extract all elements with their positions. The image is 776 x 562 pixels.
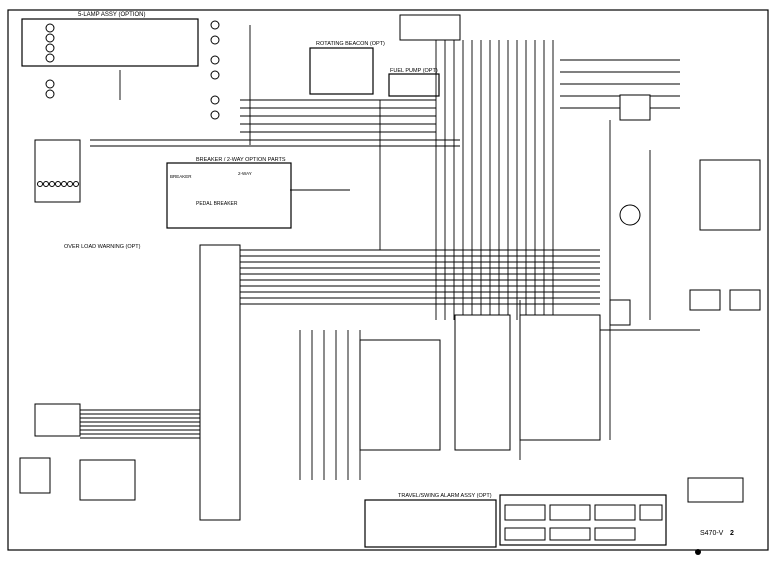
- rotating-beacon-box: [309, 47, 374, 95]
- gauge-icon: [37, 181, 43, 187]
- connector: [639, 504, 663, 521]
- connector: [504, 504, 546, 521]
- relay: [609, 299, 631, 326]
- connector-panel: [499, 494, 667, 546]
- gauge-icon: [67, 181, 73, 187]
- starter-box: [699, 159, 761, 231]
- top-relay-box: [399, 14, 461, 41]
- two-way-label: 2-WAY: [238, 171, 252, 176]
- rotating-beacon-title: ROTATING BEACON (OPT): [316, 41, 385, 47]
- gauge-icon: [49, 181, 55, 187]
- connector: [594, 527, 636, 541]
- travel-controller: [79, 459, 136, 501]
- lamp-icon: [45, 53, 55, 63]
- lamp-icon: [210, 20, 220, 30]
- gauge-panel: [34, 139, 81, 203]
- gauge-icon: [43, 181, 49, 187]
- fuel-pump-box: [388, 73, 440, 97]
- lamp-icon: [210, 95, 220, 105]
- work-lamp: [729, 289, 761, 311]
- cluster-panel: [34, 403, 81, 437]
- lamp-icon: [210, 70, 220, 80]
- five-lamp-assy-title: 5-LAMP ASSY (OPTION): [78, 12, 145, 18]
- connector: [594, 504, 636, 521]
- overload-title: OVER LOAD WARNING (OPT): [64, 244, 141, 250]
- breaker-options-box: [166, 162, 292, 229]
- pedal-breaker-label: PEDAL BREAKER: [196, 201, 238, 207]
- lamp-icon: [45, 89, 55, 99]
- main-controller: [199, 244, 241, 521]
- alternator-icon: [619, 204, 641, 226]
- lamp-icon: [45, 79, 55, 89]
- lamp-icon: [210, 110, 220, 120]
- components: [19, 14, 761, 541]
- travel-alarm-title: TRAVEL/SWING ALARM ASSY (OPT): [398, 493, 492, 499]
- gauge-icon: [61, 181, 67, 187]
- connector: [549, 527, 591, 541]
- notes-table: [687, 477, 744, 503]
- lamp-icon: [45, 33, 55, 43]
- connector: [549, 504, 591, 521]
- air-compressor-box: [619, 94, 651, 121]
- connector: [504, 527, 546, 541]
- switch-box: [359, 339, 441, 451]
- company-logo: [695, 549, 701, 555]
- model-label: S470-V: [700, 530, 724, 537]
- ecu-box: [454, 314, 511, 451]
- horn-box: [19, 457, 51, 494]
- lamp-icon: [45, 23, 55, 33]
- fuel-pump-title: FUEL PUMP (OPT): [390, 68, 438, 74]
- lamp-icon: [210, 35, 220, 45]
- breaker-options-title: BREAKER / 2-WAY OPTION PARTS: [196, 157, 286, 163]
- relay-box: [519, 314, 601, 441]
- drawing-border: [7, 9, 769, 551]
- five-lamp-assy-box: [21, 18, 199, 67]
- lamp-icon: [45, 43, 55, 53]
- gauge-icon: [73, 181, 79, 187]
- lamp-icon: [210, 55, 220, 65]
- model-suffix: 2: [730, 530, 734, 537]
- breaker-label: BREAKER: [170, 174, 192, 179]
- travel-alarm-box: [364, 499, 497, 548]
- work-lamp: [689, 289, 721, 311]
- gauge-icon: [55, 181, 61, 187]
